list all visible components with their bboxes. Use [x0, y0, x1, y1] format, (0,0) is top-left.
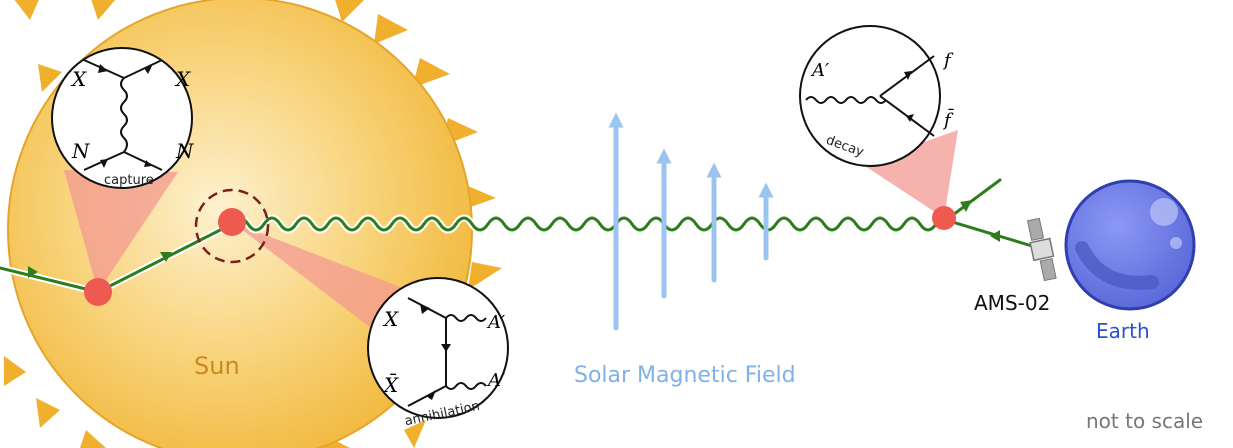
decay-fbar: f̄ [942, 107, 954, 131]
decay-a: A′ [810, 60, 829, 81]
capture-n-out: N [175, 139, 195, 163]
annih-xbar: X̄ [382, 372, 399, 397]
capture-inset: X X N N capture [51, 47, 195, 189]
annih-a2: A′ [486, 370, 505, 391]
magnetic-field-arrows [608, 112, 774, 331]
annih-x: X [382, 307, 399, 331]
capture-n-in: N [71, 139, 91, 163]
capture-x-out: X [174, 67, 191, 91]
path-arrows [28, 200, 1000, 278]
sun-label: Sun [194, 352, 240, 380]
annih-a1: A′ [486, 312, 505, 333]
capture-point [84, 278, 112, 306]
satellite-icon [1026, 217, 1057, 282]
annihilation-inset: X X̄ A′ A′ annihilation [367, 277, 509, 429]
detector-label: AMS-02 [974, 291, 1050, 315]
decay-f: f [942, 50, 954, 71]
field-label: Solar Magnetic Field [574, 363, 796, 388]
decay-point [932, 206, 956, 230]
decay-inset: A′ f f̄ decay [799, 25, 954, 167]
earth-icon [1064, 179, 1196, 311]
capture-caption: capture [104, 173, 154, 188]
capture-x-in: X [70, 67, 87, 91]
annihilation-point [218, 208, 246, 236]
scale-note: not to scale [1086, 409, 1203, 433]
annihilation-ring [194, 188, 270, 264]
earth-label: Earth [1096, 319, 1150, 343]
